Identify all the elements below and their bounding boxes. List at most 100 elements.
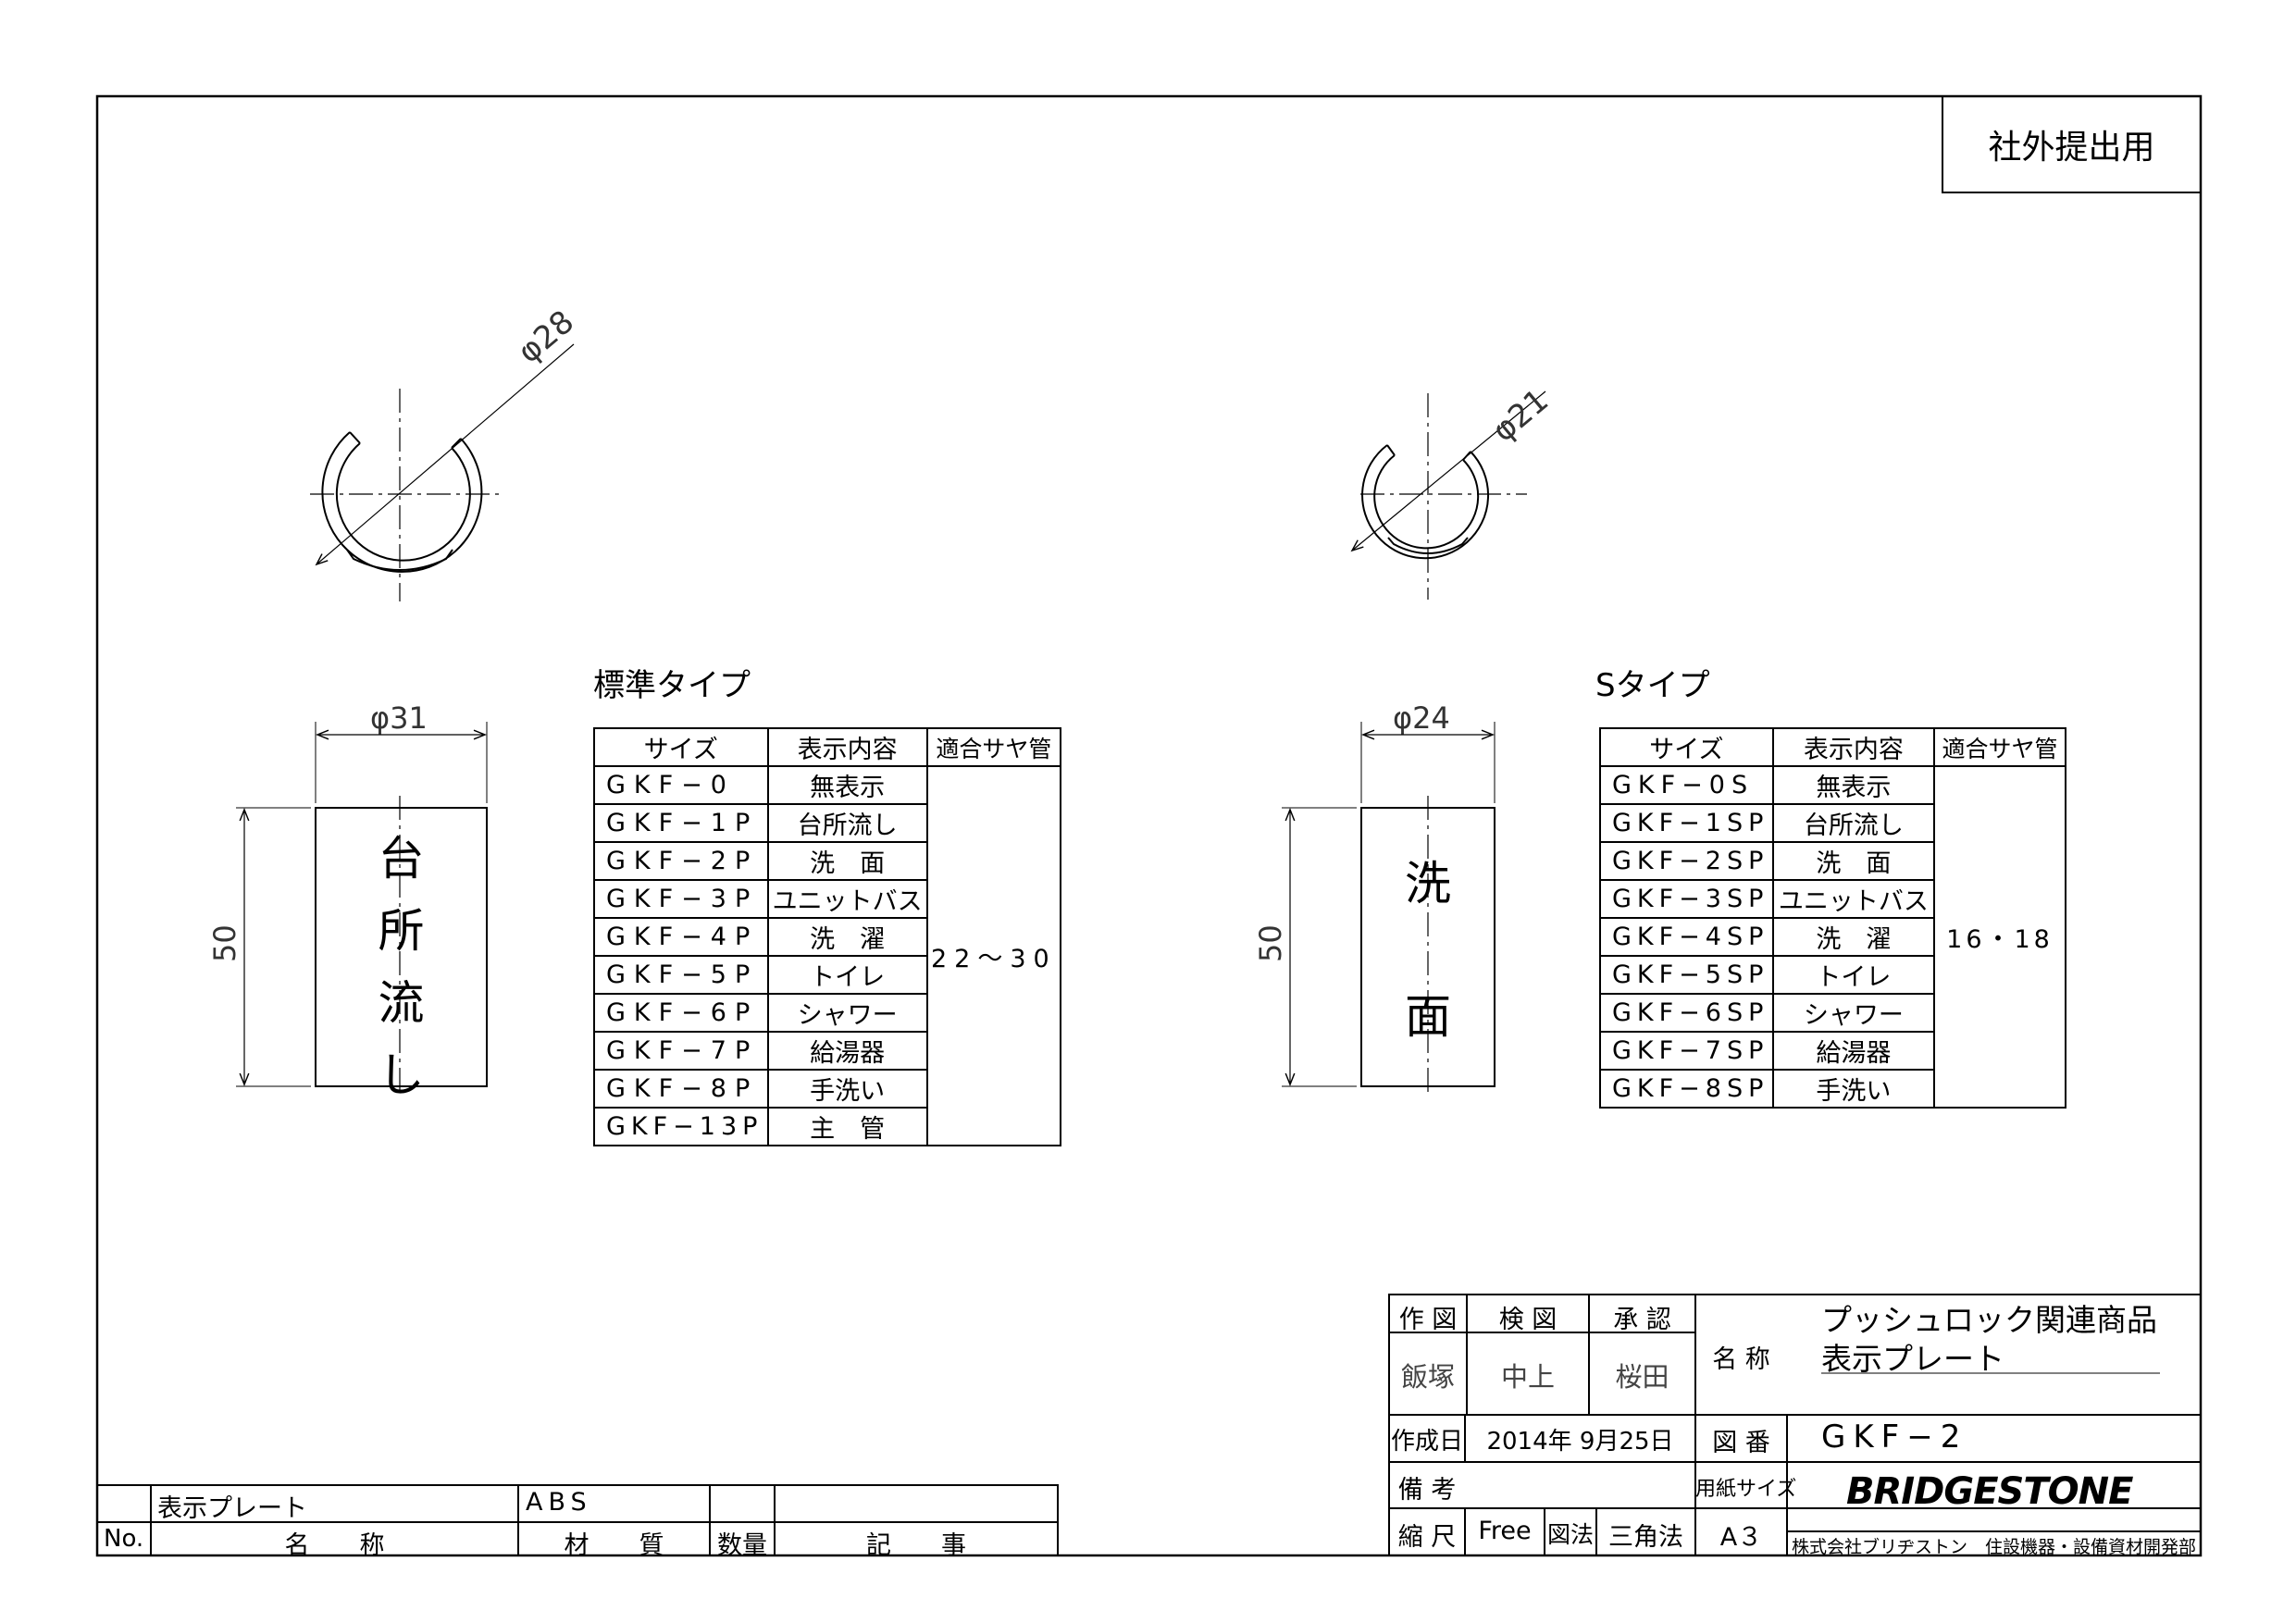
parts-header-no: No. — [104, 1525, 144, 1553]
standard-plate-width-label: φ31 — [370, 700, 428, 736]
content-cell: 洗 面 — [1771, 841, 1936, 881]
plate-char: し — [378, 1048, 425, 1102]
title-block-grid — [1388, 1294, 2201, 1555]
drawn-label: 作 図 — [1398, 1306, 1458, 1334]
parts-header-name: 名 称 — [284, 1531, 385, 1560]
checked-by-seal: 中上 — [1500, 1361, 1555, 1393]
content-cell: 洗 濯 — [766, 917, 928, 957]
size-cell: GKF−1P — [593, 803, 769, 843]
table-header-row: サイズ 表示内容 適合サヤ管 — [593, 727, 1062, 767]
s-plate-drawing — [1282, 722, 1496, 1096]
s-plate-height-label: 50 — [1253, 924, 1288, 962]
content-cell: 洗 濯 — [1771, 917, 1936, 957]
size-cell: GKF−7P — [593, 1031, 769, 1071]
remarks-label: 備 考 — [1397, 1476, 1457, 1505]
size-cell: GKF−7SP — [1599, 1031, 1774, 1071]
table-row: GKF−0 無表示 22〜30 — [593, 765, 1062, 1146]
content-cell: 手洗い — [766, 1069, 928, 1109]
content-cell: 手洗い — [1771, 1069, 1936, 1109]
header-compatible: 適合サヤ管 — [925, 727, 1062, 767]
content-cell: ユニットバス — [766, 879, 928, 919]
header-size: サイズ — [593, 727, 769, 767]
header-size: サイズ — [1599, 727, 1774, 767]
stamp-box — [1942, 96, 2201, 193]
size-cell: GKF−5P — [593, 955, 769, 995]
size-cell: GKF−1SP — [1599, 803, 1774, 843]
size-cell: GKF−4SP — [1599, 917, 1774, 957]
created-date: 2014年 9月25日 — [1486, 1428, 1674, 1456]
header-compatible: 適合サヤ管 — [1933, 727, 2066, 767]
content-cell: 無表示 — [766, 765, 928, 805]
size-cell: GKF−2P — [593, 841, 769, 881]
scale-label: 縮 尺 — [1397, 1523, 1457, 1552]
content-cell: 主 管 — [766, 1107, 928, 1146]
content-cell: トイレ — [766, 955, 928, 995]
standard-type-title: 標準タイプ — [593, 667, 751, 704]
name-label: 名 称 — [1712, 1345, 1770, 1374]
size-cell: GKF−8P — [593, 1069, 769, 1109]
external-submission-stamp: 社外提出用 — [1988, 129, 2155, 167]
parts-list-grid — [97, 1484, 1059, 1555]
projection-value: 三角法 — [1608, 1523, 1683, 1552]
size-cell: GKF−4P — [593, 917, 769, 957]
standard-plate-drawing — [236, 722, 488, 1096]
drawing-no: GKF−2 — [1821, 1419, 1968, 1456]
size-cell: GKF−2SP — [1599, 841, 1774, 881]
parts-item-material: ABS — [526, 1488, 592, 1517]
company-name: 株式会社ブリヂストン 住設機器・設備資材開発部 — [1791, 1537, 2196, 1557]
size-cell: GKF−13P — [593, 1107, 769, 1146]
s-plate-width-label: φ24 — [1393, 700, 1450, 736]
size-cell: GKF−0S — [1599, 765, 1774, 805]
parts-header-qty: 数量 — [717, 1531, 767, 1560]
product-title-line2: 表示プレート — [1821, 1341, 2004, 1377]
size-cell: GKF−8SP — [1599, 1069, 1774, 1109]
compatible-cell: 22〜30 — [925, 765, 1062, 1146]
product-title-line1: プッシュロック関連商品 — [1821, 1302, 2157, 1338]
size-cell: GKF−6P — [593, 993, 769, 1033]
content-cell: 洗 面 — [766, 841, 928, 881]
scale-value: Free — [1478, 1517, 1532, 1545]
parts-header-note: 記 事 — [866, 1531, 966, 1560]
standard-plate-text: 台 所 流 し — [316, 822, 487, 1105]
content-cell: シャワー — [766, 993, 928, 1033]
size-cell: GKF−5SP — [1599, 955, 1774, 995]
standard-plate-height-label: 50 — [207, 924, 242, 962]
content-cell: 台所流し — [1771, 803, 1936, 843]
header-content: 表示内容 — [1771, 727, 1936, 767]
bridgestone-logo: BRIDGESTONE — [1846, 1470, 2133, 1513]
size-cell: GKF−3SP — [1599, 879, 1774, 919]
created-label: 作成日 — [1390, 1428, 1463, 1456]
plate-char: 流 — [378, 976, 425, 1030]
plate-char: 面 — [1405, 990, 1451, 1044]
content-cell: 給湯器 — [766, 1031, 928, 1071]
drawn-by-seal: 飯塚 — [1400, 1361, 1455, 1393]
plate-char: 洗 — [1405, 857, 1451, 911]
header-content: 表示内容 — [766, 727, 928, 767]
s-ring-drawing — [1350, 390, 1546, 600]
standard-ring-drawing — [310, 343, 575, 601]
plate-char: 台 — [378, 832, 425, 886]
drawing-border — [95, 94, 2203, 1557]
plate-char: 所 — [378, 904, 425, 958]
approved-by-seal: 桜田 — [1615, 1361, 1669, 1393]
parts-header-material: 材 質 — [564, 1531, 664, 1560]
content-cell: 給湯器 — [1771, 1031, 1936, 1071]
content-cell: 台所流し — [766, 803, 928, 843]
table-row: GKF−0S 無表示 16・18 — [1599, 765, 2066, 1109]
parts-item-name: 表示プレート — [157, 1494, 307, 1523]
size-cell: GKF−3P — [593, 879, 769, 919]
